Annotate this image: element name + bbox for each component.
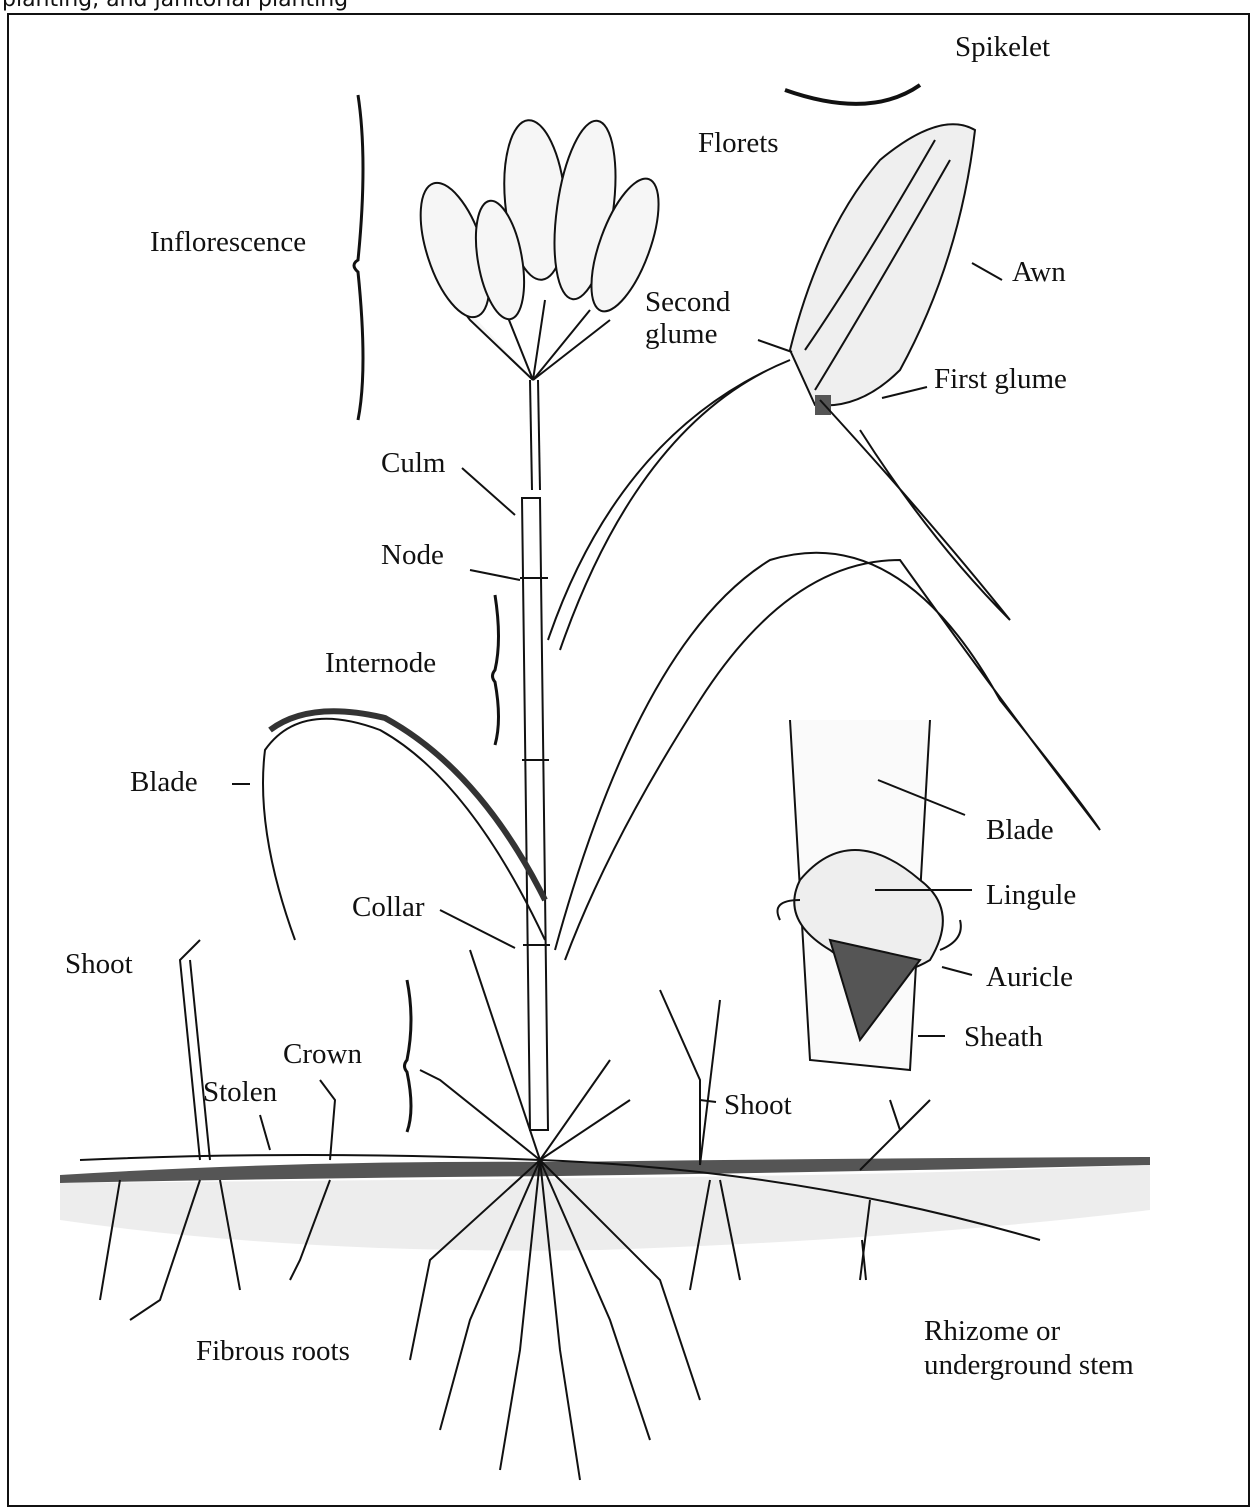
label-auricle: Auricle: [986, 960, 1073, 994]
label-second-glume-line1: Second: [645, 285, 730, 319]
label-lingule: Lingule: [986, 878, 1076, 912]
label-shoot-left: Shoot: [65, 947, 133, 981]
label-crown: Crown: [283, 1037, 362, 1071]
inflorescence-spikes: [407, 117, 673, 380]
label-collar: Collar: [352, 890, 425, 924]
label-culm: Culm: [381, 446, 445, 480]
label-awn: Awn: [1012, 255, 1066, 289]
label-stolen: Stolen: [203, 1075, 277, 1109]
label-second-glume-line2: glume: [645, 317, 718, 351]
label-first-glume: First glume: [934, 362, 1067, 396]
label-node: Node: [381, 538, 444, 572]
label-inflorescence: Inflorescence: [150, 225, 306, 259]
label-internode: Internode: [325, 646, 436, 680]
collar-detail: [778, 720, 961, 1070]
label-florets: Florets: [698, 126, 779, 160]
label-spikelet: Spikelet: [955, 30, 1050, 64]
label-blade-left: Blade: [130, 765, 198, 799]
label-rhizome-line1: Rhizome or: [924, 1314, 1060, 1348]
label-sheath: Sheath: [964, 1020, 1043, 1054]
main-culm: [520, 380, 550, 1130]
label-rhizome-line2: underground stem: [924, 1348, 1134, 1382]
label-shoot-right: Shoot: [724, 1088, 792, 1122]
label-fibrous-roots: Fibrous roots: [196, 1334, 350, 1368]
label-blade-right: Blade: [986, 813, 1054, 847]
